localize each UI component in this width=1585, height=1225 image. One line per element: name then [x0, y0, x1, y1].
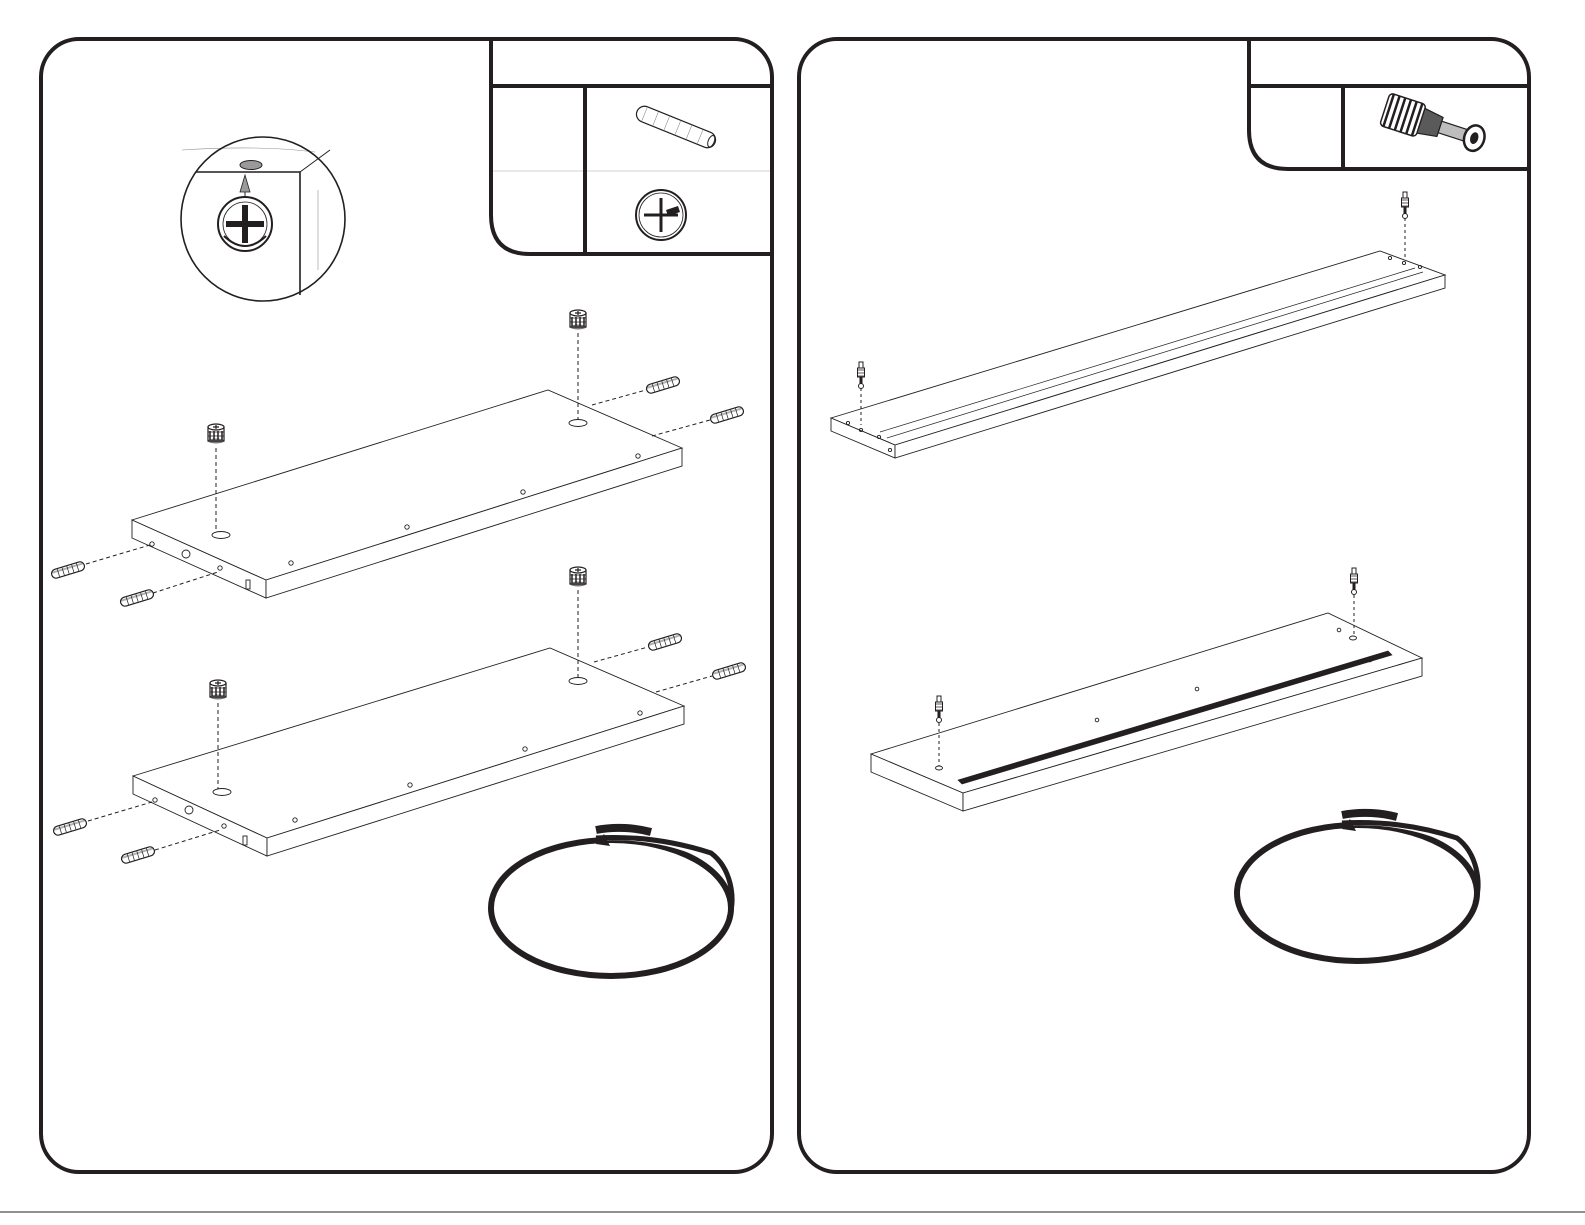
shelf-board-upper — [132, 390, 682, 598]
long-rail-board — [831, 251, 1445, 458]
cam-lock-screwdriver-icon — [636, 190, 686, 240]
cam-bolt-icon — [1380, 93, 1489, 157]
dowel-icon — [709, 406, 744, 425]
dowel-icon — [119, 589, 154, 608]
shelf-board-lower — [133, 648, 684, 856]
cam-bolt-small-icon — [936, 696, 943, 723]
dowel-icon — [120, 846, 155, 865]
left-panel — [41, 39, 772, 1172]
right-hardware-box — [1249, 41, 1527, 169]
dowel-icon — [645, 376, 680, 395]
right-panel — [799, 39, 1529, 1172]
left-hardware-box — [491, 41, 770, 254]
right-panel-frame — [799, 39, 1529, 1172]
cam-lock-icon — [210, 680, 226, 700]
dowel-icon — [50, 561, 85, 580]
dowel-icon — [647, 633, 682, 652]
cam-bolt-small-icon — [858, 362, 865, 389]
wide-groove-board — [871, 613, 1422, 811]
lasso-loop-icon — [1237, 813, 1478, 961]
lasso-loop-icon — [491, 828, 732, 976]
cam-lock-icon — [570, 310, 586, 330]
cam-bolt-small-icon — [1402, 192, 1409, 219]
dowel-icon — [52, 818, 87, 837]
wood-dowel-icon — [634, 104, 718, 150]
cam-bolt-small-icon — [1351, 568, 1358, 595]
dowel-icon — [711, 662, 746, 681]
cam-lock-orientation-detail — [181, 137, 345, 301]
cam-lock-icon — [570, 567, 586, 587]
cam-lock-icon — [208, 424, 224, 444]
